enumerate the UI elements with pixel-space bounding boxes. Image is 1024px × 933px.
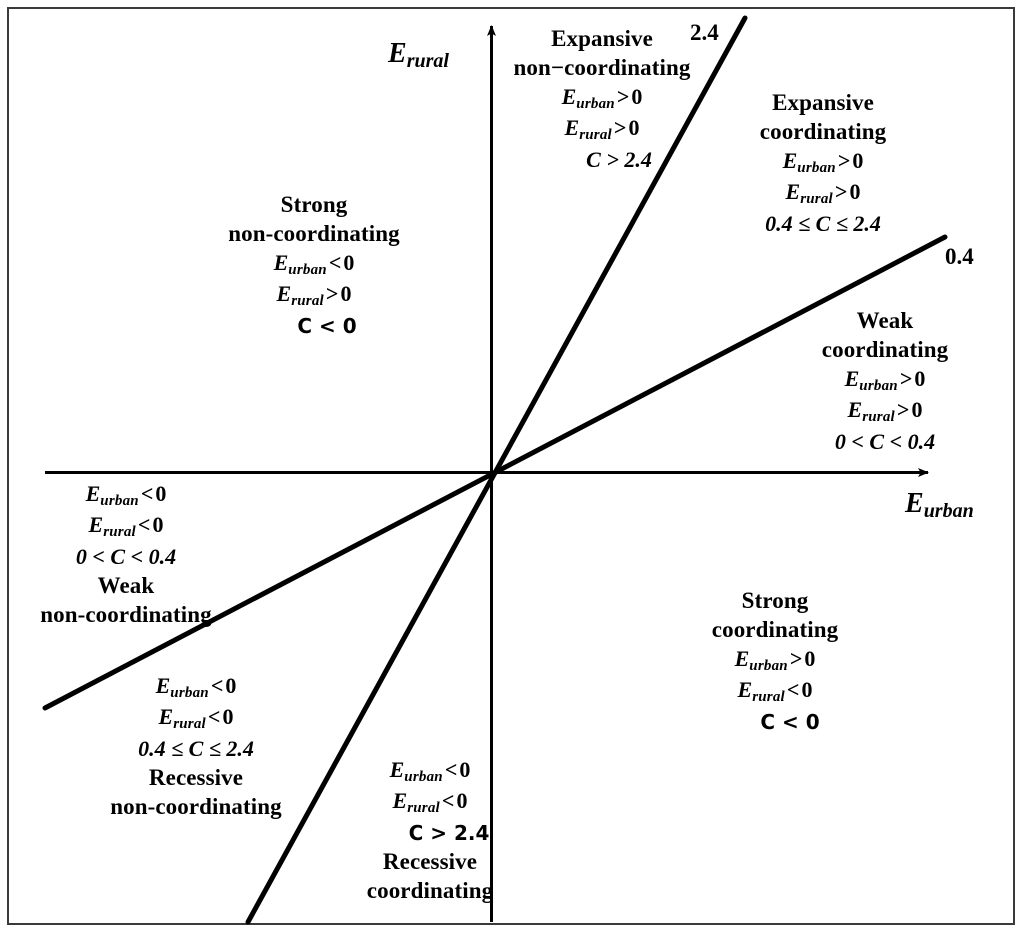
region-cond-urban: Eurban>0 xyxy=(782,147,864,177)
region-title-line1: Strong xyxy=(741,588,809,613)
region-title-line2: coordinating xyxy=(711,617,839,643)
region-recessive-coordinating: Eurban<0 Erural<0 C > 2.4 Recessive coor… xyxy=(330,756,530,906)
region-weak-non-coordinating: Eurban<0 Erural<0 0 < C < 0.4 Weak non-c… xyxy=(10,480,242,630)
slope-label-0-4: 0.4 xyxy=(945,244,974,269)
region-strong-non-coordinating: Strong non-coordinating Eurban<0 Erural>… xyxy=(168,190,460,340)
region-cond-c: 0.4 ≤ C ≤ 2.4 xyxy=(765,210,881,236)
region-expansive-non-coordinating: Expansive non−coordinating Eurban>0 Erur… xyxy=(497,24,707,174)
region-cond-c: 0.4 ≤ C ≤ 2.4 xyxy=(138,735,254,761)
region-cond-urban: Eurban<0 xyxy=(389,757,471,786)
region-cond-urban: Eurban>0 xyxy=(734,645,816,675)
region-title-line2: coordinating xyxy=(759,119,887,145)
region-cond-rural: Erural>0 xyxy=(564,115,640,144)
region-title-line1: Recessive xyxy=(148,764,244,790)
x-axis-label-sub: urban xyxy=(923,500,974,523)
region-cond-rural: Erural>0 xyxy=(785,179,861,208)
slope-label-2-4: 2.4 xyxy=(690,20,719,45)
region-title-line2: non-coordinating xyxy=(40,602,212,628)
region-title-line1: Weak xyxy=(856,308,914,333)
region-cond-urban: Eurban>0 xyxy=(844,365,926,395)
region-title-line1: Expansive xyxy=(772,90,874,115)
region-strong-coordinating: Strong coordinating Eurban>0 Erural<0 C … xyxy=(650,586,900,736)
region-cond-urban: Eurban>0 xyxy=(561,83,643,113)
region-cond-c: C > 2.4 xyxy=(586,146,652,172)
region-title-line1: Strong xyxy=(280,192,348,217)
region-cond-rural: Erural<0 xyxy=(737,677,813,706)
region-title-line2: non−coordinating xyxy=(513,55,691,81)
region-title-line1: Recessive xyxy=(382,848,478,874)
region-cond-c: C < 0 xyxy=(297,313,357,338)
x-axis-label-main: E xyxy=(905,488,924,519)
region-recessive-non-coordinating: Eurban<0 Erural<0 0.4 ≤ C ≤ 2.4 Recessiv… xyxy=(80,672,312,822)
region-cond-urban: Eurban<0 xyxy=(85,481,167,510)
region-cond-rural: Erural<0 xyxy=(158,704,234,733)
region-cond-rural: Erural<0 xyxy=(88,512,164,541)
region-cond-rural: Erural<0 xyxy=(392,788,468,817)
region-cond-c: 0 < C < 0.4 xyxy=(75,543,177,569)
region-cond-c: 0 < C < 0.4 xyxy=(834,428,936,454)
region-title-line2: coordinating xyxy=(366,878,494,904)
y-axis-label: Erural xyxy=(388,38,449,73)
region-title-line2: non-coordinating xyxy=(110,794,282,820)
y-axis-label-main: E xyxy=(388,38,407,69)
region-title-line2: non-coordinating xyxy=(228,221,400,247)
x-axis-label: Eurban xyxy=(905,488,974,523)
region-cond-urban: Eurban<0 xyxy=(273,249,355,279)
region-expansive-coordinating: Expansive coordinating Eurban>0 Erural>0… xyxy=(712,88,934,238)
region-cond-c: C < 0 xyxy=(760,709,820,734)
region-title-line2: coordinating xyxy=(821,337,949,363)
slope-line-0-4 xyxy=(42,234,948,711)
y-axis-label-sub: rural xyxy=(406,50,449,73)
region-cond-rural: Erural>0 xyxy=(847,397,923,426)
region-weak-coordinating: Weak coordinating Eurban>0 Erural>0 0 < … xyxy=(778,306,992,456)
region-title-line1: Expansive xyxy=(551,26,653,51)
region-cond-rural: Erural>0 xyxy=(276,281,352,310)
region-cond-c: C > 2.4 xyxy=(408,820,490,845)
figure-border xyxy=(7,7,1015,925)
region-title-line1: Weak xyxy=(97,572,155,598)
region-cond-urban: Eurban<0 xyxy=(155,673,237,702)
